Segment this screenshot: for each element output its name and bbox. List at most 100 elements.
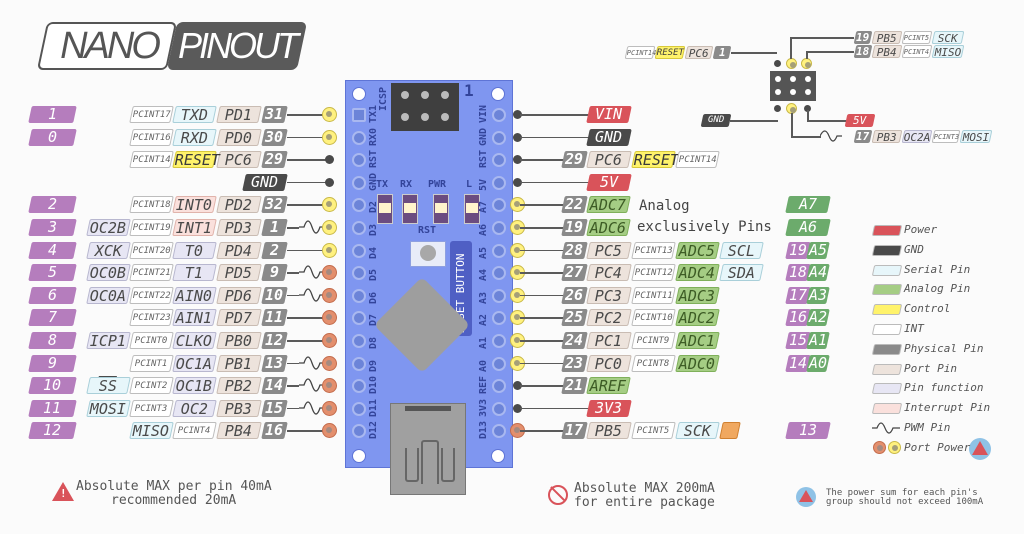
icsp-diagram-pin — [805, 89, 811, 95]
pin-function-label: SS — [86, 377, 131, 396]
int-label-text: PCINT10 — [634, 313, 673, 324]
int-label: PCINT3 — [129, 399, 174, 417]
board-pin-left — [352, 311, 366, 326]
int-label-text: PCINT9 — [637, 336, 670, 346]
arduino-pin-label-text: 17 — [788, 285, 808, 304]
int-label: PCINT19 — [129, 219, 174, 236]
icsp-int-label-text: PCINT4 — [904, 48, 930, 56]
led-l-label: L — [466, 179, 473, 190]
board-pin-left — [352, 266, 366, 281]
board-label-right: GND — [478, 127, 489, 146]
alt-function-label: AIN0 — [172, 286, 217, 305]
board-label-left: RST — [368, 150, 379, 169]
port-power-pad-yellow — [322, 129, 337, 145]
port-pin-label: PC0 — [586, 354, 632, 373]
physical-pin-label-text: 28 — [565, 240, 584, 259]
port-pin-label-text: PD7 — [225, 309, 253, 328]
int-label-text: PCINT22 — [132, 290, 171, 301]
pin-function-label-text: OC2B — [90, 219, 127, 237]
mount-hole — [491, 449, 505, 463]
board-label-left: D11 — [368, 398, 379, 417]
icsp-serial-label-text: MOSI — [962, 131, 990, 144]
serial-label-text: SDA — [727, 264, 755, 283]
physical-pin-label: 29 — [561, 150, 588, 169]
board-pin-left — [352, 243, 366, 258]
led-l — [464, 194, 480, 224]
icsp-serial-label: MISO — [931, 45, 965, 59]
pin-function-label-text: MOSI — [90, 399, 127, 418]
alt-function-label: AIN1 — [172, 309, 217, 328]
physical-pin-label-text: 30 — [265, 127, 284, 146]
warning-exclaim: ! — [60, 487, 67, 500]
pin-function-label-text: SS — [99, 377, 118, 396]
title-pinout-text: PINOUT — [177, 25, 299, 66]
icsp-phys-label: 17 — [853, 130, 873, 143]
int-label: PCINT0 — [129, 332, 174, 349]
int-label-text: PCINT13 — [634, 245, 673, 256]
pin-function-label: OC2B — [86, 219, 131, 237]
connector-line — [731, 52, 777, 54]
reset-button[interactable] — [410, 241, 446, 267]
physical-pin-label: 22 — [561, 195, 588, 214]
alt-function-label-text: AIN1 — [176, 309, 213, 328]
board-label-right: 5V — [478, 178, 489, 191]
serial-label: SDA — [719, 264, 764, 283]
alt-function-label: CLKO — [172, 332, 217, 350]
board-label-left: D12 — [368, 421, 379, 440]
board-pin-right — [492, 356, 506, 371]
connector-line — [520, 385, 564, 387]
port-pin-label: PB2 — [216, 377, 262, 395]
board-label-left: D10 — [368, 376, 379, 395]
board-label-right: A6 — [478, 223, 489, 236]
port-power-pad-yellow — [510, 355, 525, 371]
power-label: 3V3 — [586, 399, 632, 417]
pin-dot — [513, 110, 522, 119]
port-pin-label-text: PC5 — [595, 241, 623, 260]
port-pin-label: PC6 — [216, 151, 262, 169]
legend-swatch — [871, 383, 903, 395]
arduino-pin-label-text: 3 — [47, 218, 58, 236]
arduino-pin-label: 12 — [28, 421, 77, 440]
port-power-pad-yellow — [322, 197, 337, 213]
board-pin-right — [492, 243, 506, 258]
icsp-control-label-text: RESET — [656, 48, 684, 58]
alt-function-label: OC2 — [172, 399, 217, 418]
port-pin-label: PC3 — [586, 286, 632, 305]
legend-label: Port Power — [904, 440, 971, 454]
power-label-text: VIN — [595, 105, 623, 123]
alt-function-label-text: AREF — [590, 377, 627, 396]
int-label: PCINT8 — [631, 354, 676, 372]
board-label-left: TX1 — [368, 104, 379, 123]
physical-pin-label-text: 15 — [265, 398, 284, 417]
alt-function-label: INT1 — [172, 219, 217, 237]
port-power-pad-orange — [322, 310, 337, 326]
physical-pin-label: 1 — [261, 218, 288, 236]
int-label-text: PCINT23 — [132, 313, 171, 324]
alt-function-label: OC1A — [172, 354, 217, 373]
board-label-left: GND — [368, 172, 379, 191]
pwm-wave-icon — [299, 378, 325, 392]
physical-pin-label-text: 23 — [565, 353, 584, 372]
icsp-int-label: PCINT5 — [901, 31, 933, 44]
physical-pin-label-text: 25 — [565, 308, 584, 327]
port-pin-label: PD3 — [216, 219, 262, 237]
connector-line — [520, 204, 564, 206]
alt-function-label-text: INT1 — [176, 219, 213, 237]
arduino-pin-label-text: 18 — [788, 263, 808, 282]
connector-line — [520, 227, 564, 229]
port-pin-label: PD6 — [216, 286, 262, 305]
alt-function-label-text: OC1A — [176, 354, 213, 373]
port-power-pad-orange — [322, 265, 337, 281]
arduino-pin-label-text: 7 — [47, 308, 58, 327]
port-pin-label: PD2 — [216, 196, 262, 214]
arduino-pin-label-text: 5 — [47, 263, 58, 282]
alt-function-label: T0 — [172, 241, 217, 260]
physical-pin-label: 17 — [561, 421, 588, 440]
port-power-pad-orange — [322, 423, 337, 439]
port-pin-label-text: PB1 — [225, 354, 253, 373]
icsp-diagram-pin — [775, 89, 781, 95]
board-label-left: D3 — [368, 223, 379, 236]
alt-function-label: RESET — [172, 151, 220, 169]
alt-function-label-text: T1 — [185, 264, 204, 283]
